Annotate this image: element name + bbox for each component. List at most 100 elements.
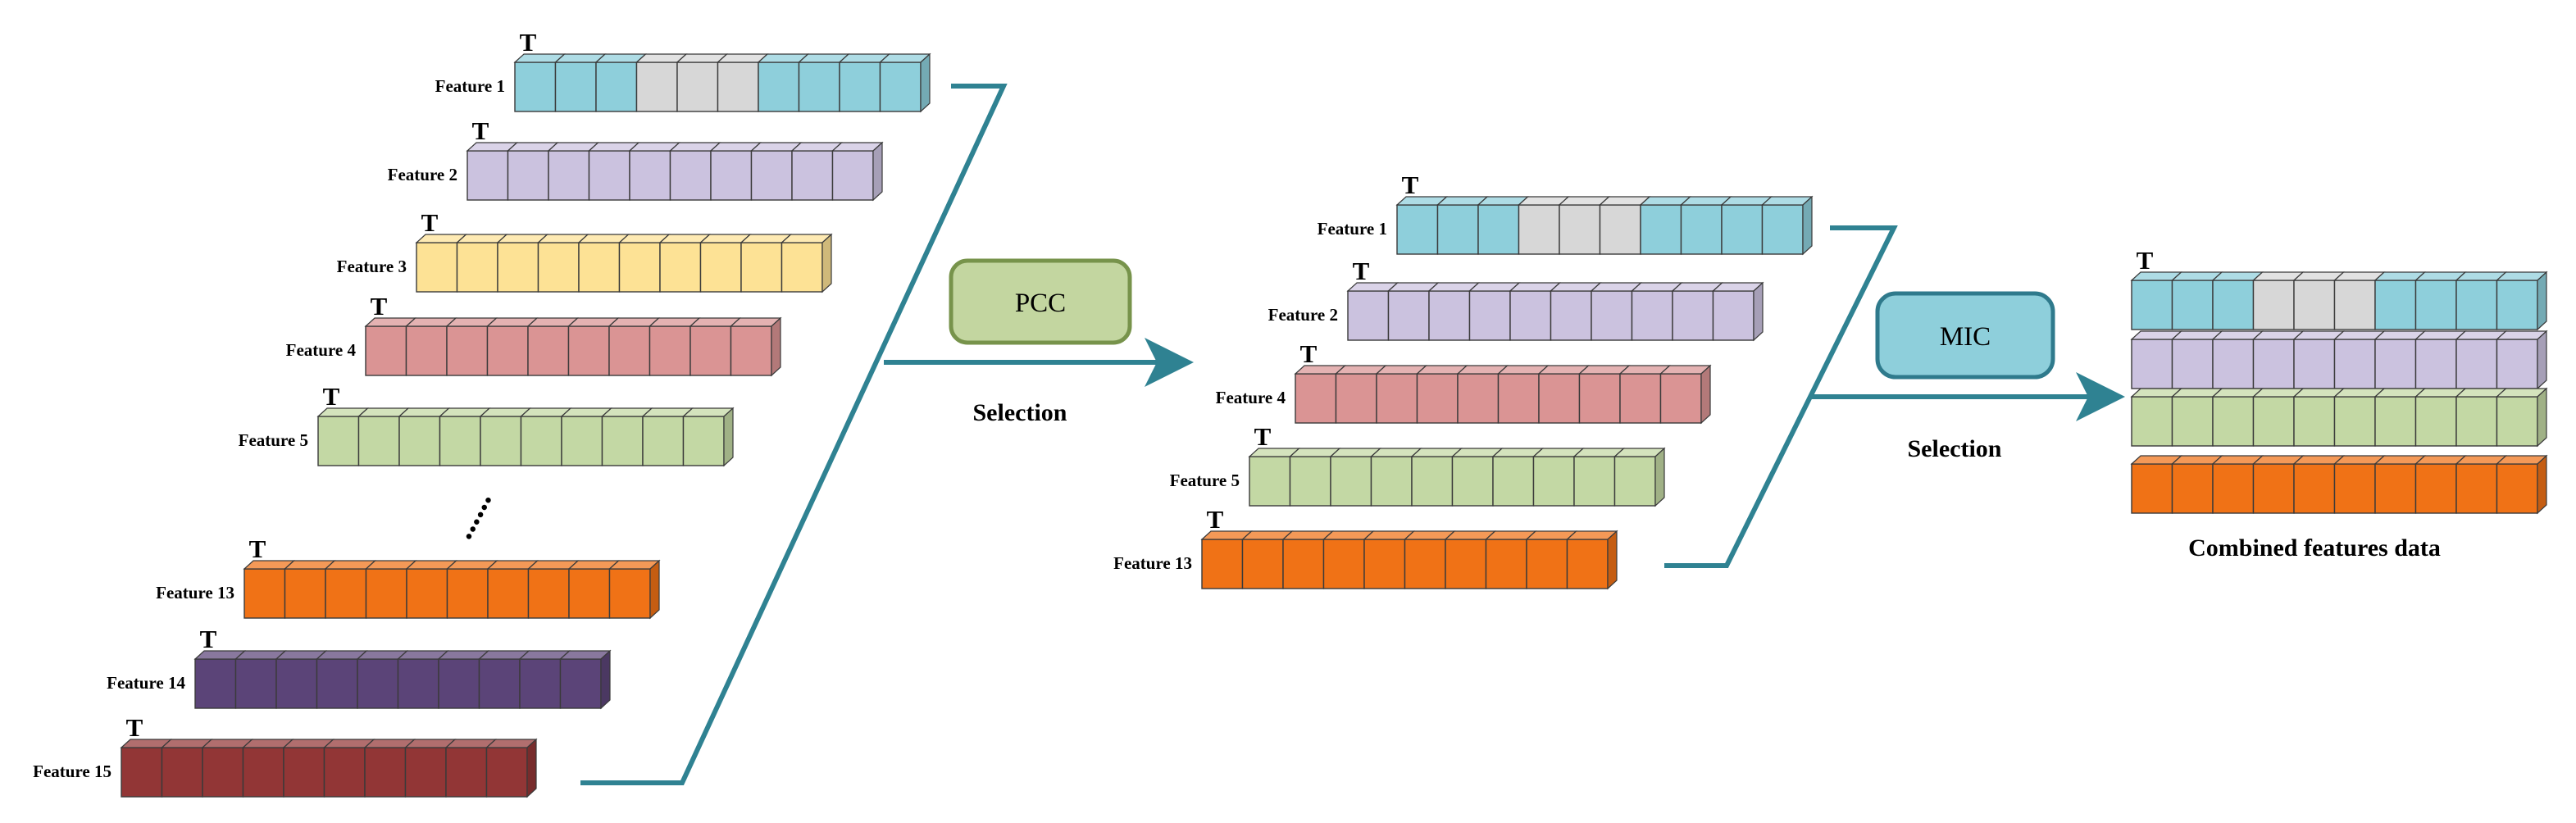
strip-side-face (1802, 195, 1813, 256)
time-step-cell (1631, 290, 1673, 341)
feature-strip: T Feature 5 (239, 382, 735, 467)
time-step-cell (1712, 290, 1755, 341)
time-step-cell (1559, 204, 1601, 255)
time-step-cell (406, 568, 448, 619)
feature-label: Feature 13 (1113, 553, 1192, 573)
strip-side-face (2537, 454, 2547, 515)
time-step-cell (1428, 290, 1471, 341)
feature-label: Feature 5 (239, 430, 308, 450)
time-step-cell (1376, 373, 1418, 424)
combined-feature-strip: T (2130, 246, 2548, 331)
time-step-cell (1249, 456, 1291, 507)
time-step-cell (1509, 290, 1552, 341)
time-step-cell (554, 61, 597, 112)
time-step-cell (404, 747, 447, 798)
time-step-cell (1532, 456, 1575, 507)
time-step-cell (568, 568, 611, 619)
time-marker: T (323, 382, 340, 411)
time-step-cell (316, 658, 358, 709)
time-step-cell (202, 747, 244, 798)
time-step-cell (682, 416, 725, 466)
time-step-cell (2293, 339, 2336, 389)
time-step-cell (1497, 373, 1540, 424)
time-step-cell (2212, 339, 2255, 389)
time-marker: T (1402, 171, 1419, 199)
time-step-cell (478, 658, 521, 709)
combined-features-title: Combined features data (2188, 534, 2441, 562)
time-step-cell (2496, 396, 2538, 447)
time-step-cell (1518, 204, 1560, 255)
strip-side-face (1753, 281, 1764, 342)
strip-side-face (2537, 387, 2547, 448)
time-step-cell (1526, 539, 1568, 589)
time-step-cell (608, 325, 651, 376)
time-step-cell (317, 416, 360, 466)
time-step-cell (831, 150, 874, 201)
time-step-cell (740, 242, 783, 293)
time-step-cell (1411, 456, 1454, 507)
time-step-cell (1640, 204, 1682, 255)
pcc-selection-label: Selection (973, 399, 1067, 426)
time-step-cell (416, 242, 458, 293)
time-step-cell (2455, 463, 2498, 514)
time-step-cell (1619, 373, 1662, 424)
strip-side-face (1607, 530, 1618, 590)
time-step-cell (699, 242, 742, 293)
time-step-cell (2131, 396, 2173, 447)
time-step-cell (480, 416, 522, 466)
time-step-cell (2171, 280, 2214, 330)
time-step-cell (1761, 204, 1804, 255)
time-step-cell (1289, 456, 1331, 507)
time-step-cell (595, 61, 638, 112)
feature-label: Feature 13 (156, 583, 234, 602)
mic-box (1875, 291, 2055, 380)
time-step-cell (1201, 539, 1244, 589)
strip-side-face (526, 738, 537, 798)
time-step-cell (1468, 290, 1511, 341)
time-step-cell (1387, 290, 1430, 341)
time-step-cell (2333, 339, 2376, 389)
time-step-cell (1347, 290, 1390, 341)
time-step-cell (497, 242, 539, 293)
time-step-cell (2374, 339, 2417, 389)
time-marker: T (1353, 257, 1370, 285)
time-step-cell (2496, 463, 2538, 514)
time-step-cell (2252, 280, 2295, 330)
time-step-cell (635, 61, 678, 112)
time-step-cell (1335, 373, 1377, 424)
time-step-cell (1591, 290, 1633, 341)
time-step-cell (456, 242, 498, 293)
time-step-cell (527, 568, 570, 619)
time-step-cell (1672, 290, 1714, 341)
time-step-cell (537, 242, 580, 293)
time-step-cell (2293, 280, 2336, 330)
time-step-cell (520, 416, 562, 466)
time-step-cell (1599, 204, 1641, 255)
time-step-cell (1322, 539, 1365, 589)
time-step-cell (323, 747, 366, 798)
time-step-cell (642, 416, 685, 466)
time-step-cell (578, 242, 621, 293)
time-step-cell (1680, 204, 1723, 255)
time-step-cell (1436, 204, 1479, 255)
time-step-cell (121, 747, 163, 798)
time-step-cell (194, 658, 237, 709)
time-step-cell (1566, 539, 1609, 589)
time-step-cell (2212, 396, 2255, 447)
strip-side-face (872, 141, 883, 202)
time-marker: T (421, 208, 439, 237)
time-step-cell (1613, 456, 1656, 507)
time-step-cell (2252, 463, 2295, 514)
time-step-cell (438, 658, 480, 709)
ellipsis-dots: ...... (443, 484, 498, 544)
time-step-cell (717, 61, 759, 112)
time-step-cell (445, 747, 488, 798)
